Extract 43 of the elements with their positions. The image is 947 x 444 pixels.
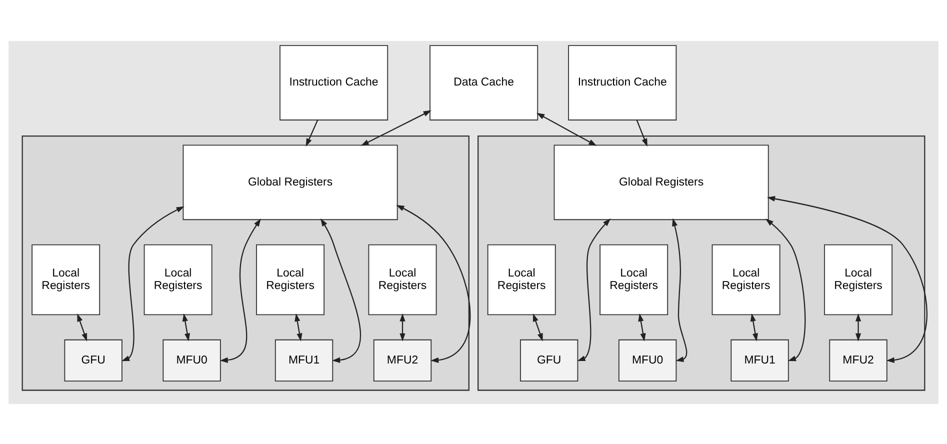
arrow bbox=[360, 110, 432, 146]
arrow bbox=[672, 218, 688, 362]
arrow bbox=[294, 312, 302, 341]
arrow bbox=[750, 312, 758, 341]
node-box: Local Registers bbox=[712, 244, 780, 315]
node-box: MFU0 bbox=[162, 338, 221, 382]
node-box: Global Registers bbox=[554, 144, 769, 220]
node-box: Local Registers bbox=[368, 244, 437, 315]
arrow bbox=[320, 218, 361, 362]
arrow bbox=[306, 119, 318, 146]
node-box: MFU2 bbox=[373, 338, 432, 382]
arrow bbox=[855, 312, 862, 341]
arrow bbox=[400, 312, 406, 341]
node-box: Global Registers bbox=[182, 144, 398, 220]
cluster bbox=[478, 134, 926, 390]
node-box: Data Cache bbox=[430, 44, 538, 120]
arrow bbox=[77, 312, 88, 341]
node-box: MFU1 bbox=[730, 338, 789, 382]
arrow bbox=[636, 119, 648, 146]
arrow bbox=[765, 218, 806, 361]
node-box: Local Registers bbox=[32, 244, 100, 315]
node-box: Local Registers bbox=[256, 244, 325, 315]
cluster bbox=[22, 134, 470, 390]
node-box: Local Registers bbox=[824, 244, 892, 315]
arrow bbox=[536, 112, 597, 146]
node-box: GFU bbox=[64, 338, 122, 382]
node-box: Instruction Cache bbox=[568, 44, 677, 120]
node-box: GFU bbox=[520, 338, 578, 382]
arrow bbox=[577, 218, 611, 361]
arrow bbox=[121, 206, 184, 361]
node-box: Local Registers bbox=[600, 244, 668, 315]
node-box: MFU0 bbox=[618, 338, 677, 382]
node-box: Local Registers bbox=[487, 244, 556, 315]
node-box: Instruction Cache bbox=[280, 44, 388, 120]
arrow bbox=[220, 218, 261, 362]
node-box: MFU1 bbox=[274, 338, 334, 382]
arrow bbox=[638, 312, 646, 341]
node-box: Local Registers bbox=[144, 244, 212, 315]
arrow bbox=[767, 196, 928, 362]
arrow bbox=[533, 312, 543, 341]
arrow bbox=[182, 312, 190, 341]
node-box: MFU2 bbox=[829, 338, 888, 382]
arrow bbox=[396, 204, 471, 362]
